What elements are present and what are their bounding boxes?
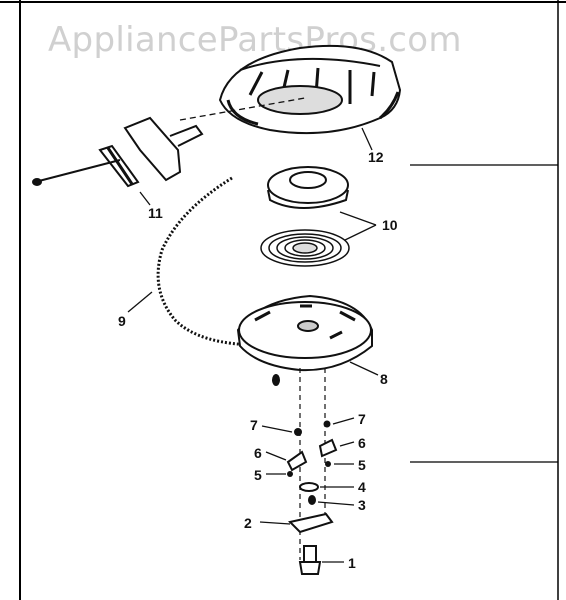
label-part-9: 9	[118, 313, 126, 329]
center-bolt	[298, 545, 322, 575]
small-screw	[272, 374, 280, 386]
label-part-2: 2	[244, 515, 252, 531]
starter-handle	[32, 116, 204, 188]
pawl-right	[318, 438, 338, 458]
label-part-3: 3	[358, 497, 366, 513]
starter-pulley	[236, 294, 373, 372]
label-part-1: 1	[348, 555, 356, 571]
recoil-spring	[260, 229, 350, 267]
washer	[299, 482, 319, 492]
leader-lines	[127, 127, 379, 563]
label-part-7-right: 7	[358, 411, 366, 427]
pin-right	[325, 461, 331, 467]
brake-plate	[288, 512, 334, 534]
label-part-5-left: 5	[254, 467, 262, 483]
label-part-12: 12	[368, 149, 384, 165]
pin-left	[287, 471, 293, 477]
spring-right	[323, 420, 331, 428]
label-part-4: 4	[358, 479, 366, 495]
handle-assembly-line	[179, 97, 306, 121]
label-part-8: 8	[380, 371, 388, 387]
spring-retainer	[267, 166, 349, 209]
label-part-6-left: 6	[254, 445, 262, 461]
pawl-left	[286, 450, 308, 472]
label-part-6-right: 6	[358, 435, 366, 451]
starter-housing	[218, 44, 402, 135]
label-part-7-left: 7	[250, 417, 258, 433]
spring-left	[294, 428, 302, 436]
label-part-5-right: 5	[358, 457, 366, 473]
label-part-11: 11	[148, 205, 163, 221]
retaining-clip	[308, 495, 316, 505]
label-part-10: 10	[382, 217, 398, 233]
